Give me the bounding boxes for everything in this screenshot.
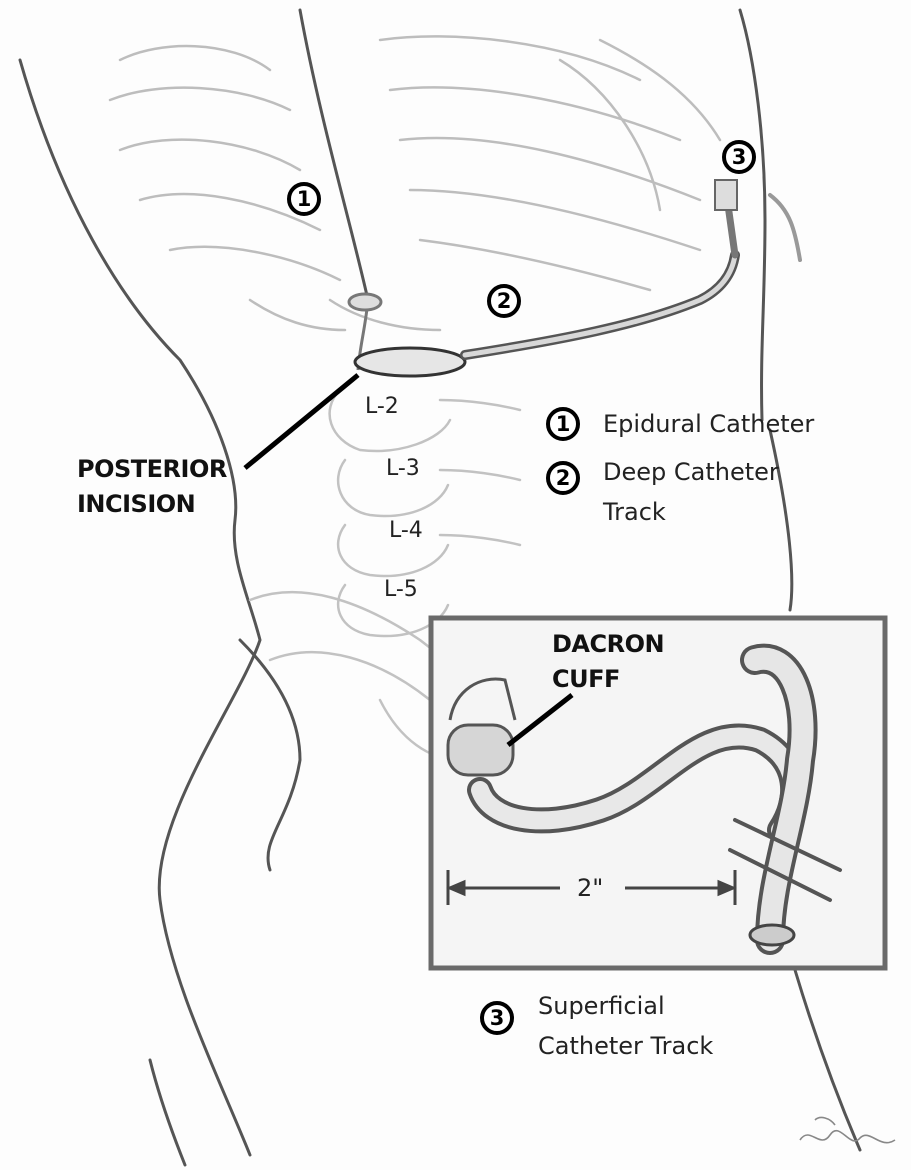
vertebra-label-l3: L-3 [386, 456, 420, 481]
dacron-cuff-label: DACRON CUFF [552, 627, 664, 697]
incision-pointer [245, 375, 358, 468]
legend-2-line-1: Deep Catheter [603, 452, 779, 492]
callout-2: 2 [487, 284, 521, 318]
deep-catheter-track [465, 180, 800, 355]
vertebra-label-l2: L-2 [365, 394, 399, 419]
posterior-incision-line-2: INCISION [77, 487, 227, 522]
callout-1: 1 [287, 182, 321, 216]
vertebra-label-l4: L-4 [389, 518, 423, 543]
legend-3-line-2: Catheter Track [538, 1026, 713, 1066]
posterior-incision-line-1: POSTERIOR [77, 452, 227, 487]
legend-1-line-1: Epidural Catheter [603, 404, 814, 444]
posterior-incision-label: POSTERIOR INCISION [77, 452, 227, 522]
callout-3: 3 [722, 140, 756, 174]
legend-3-marker: 3 [480, 1001, 514, 1035]
legend-1-text: Epidural Catheter [603, 404, 814, 444]
legend-2-text: Deep Catheter Track [603, 452, 779, 532]
dacron-cuff-line-2: CUFF [552, 662, 664, 697]
dacron-cuff-line-1: DACRON [552, 627, 664, 662]
legend-3-text: Superficial Catheter Track [538, 986, 713, 1066]
rib-cage-sketch [110, 36, 720, 330]
legend-2-marker: 2 [546, 461, 580, 495]
legend-3-line-1: Superficial [538, 986, 713, 1026]
dimension-label: 2" [577, 874, 603, 902]
vertebra-label-l5: L-5 [384, 577, 418, 602]
incision-site [355, 348, 465, 376]
legend-2-line-2: Track [603, 492, 779, 532]
legend-1-marker: 1 [546, 407, 580, 441]
